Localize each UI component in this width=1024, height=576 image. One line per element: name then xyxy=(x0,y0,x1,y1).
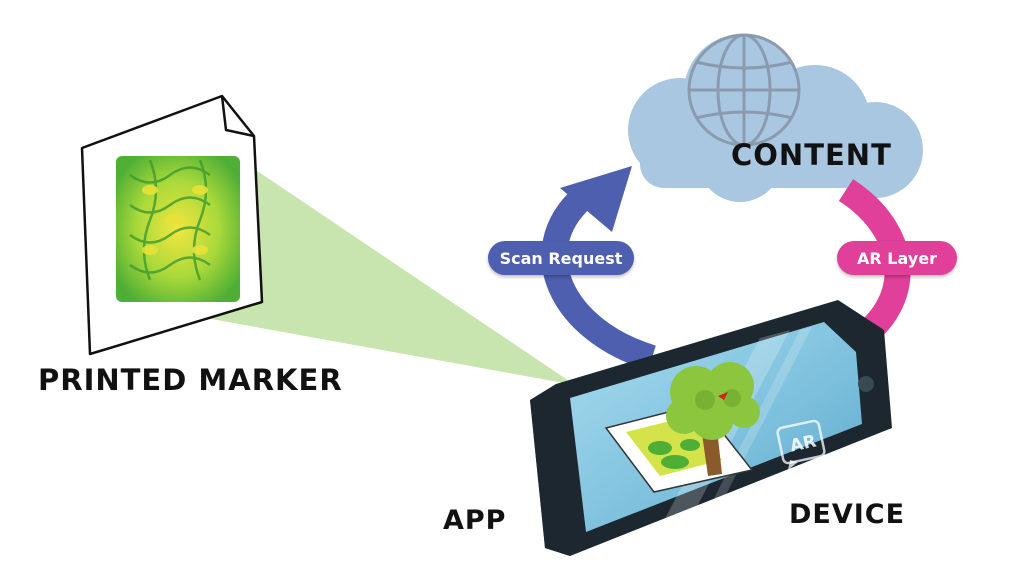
app-label: APP xyxy=(443,505,507,536)
device-label: DEVICE xyxy=(789,499,906,530)
ar-tree-on-screen xyxy=(604,362,760,493)
scan-request-label: Scan Request xyxy=(488,241,634,275)
ar-layer-label: AR Layer xyxy=(837,241,957,275)
content-cloud xyxy=(628,34,923,202)
ar-badge-frame xyxy=(776,419,826,470)
content-label: CONTENT xyxy=(731,138,892,172)
globe-icon xyxy=(687,33,801,147)
printed-marker-label: PRINTED MARKER xyxy=(38,363,343,397)
marker-pattern xyxy=(116,156,240,302)
scan-request-arrow xyxy=(541,166,657,371)
